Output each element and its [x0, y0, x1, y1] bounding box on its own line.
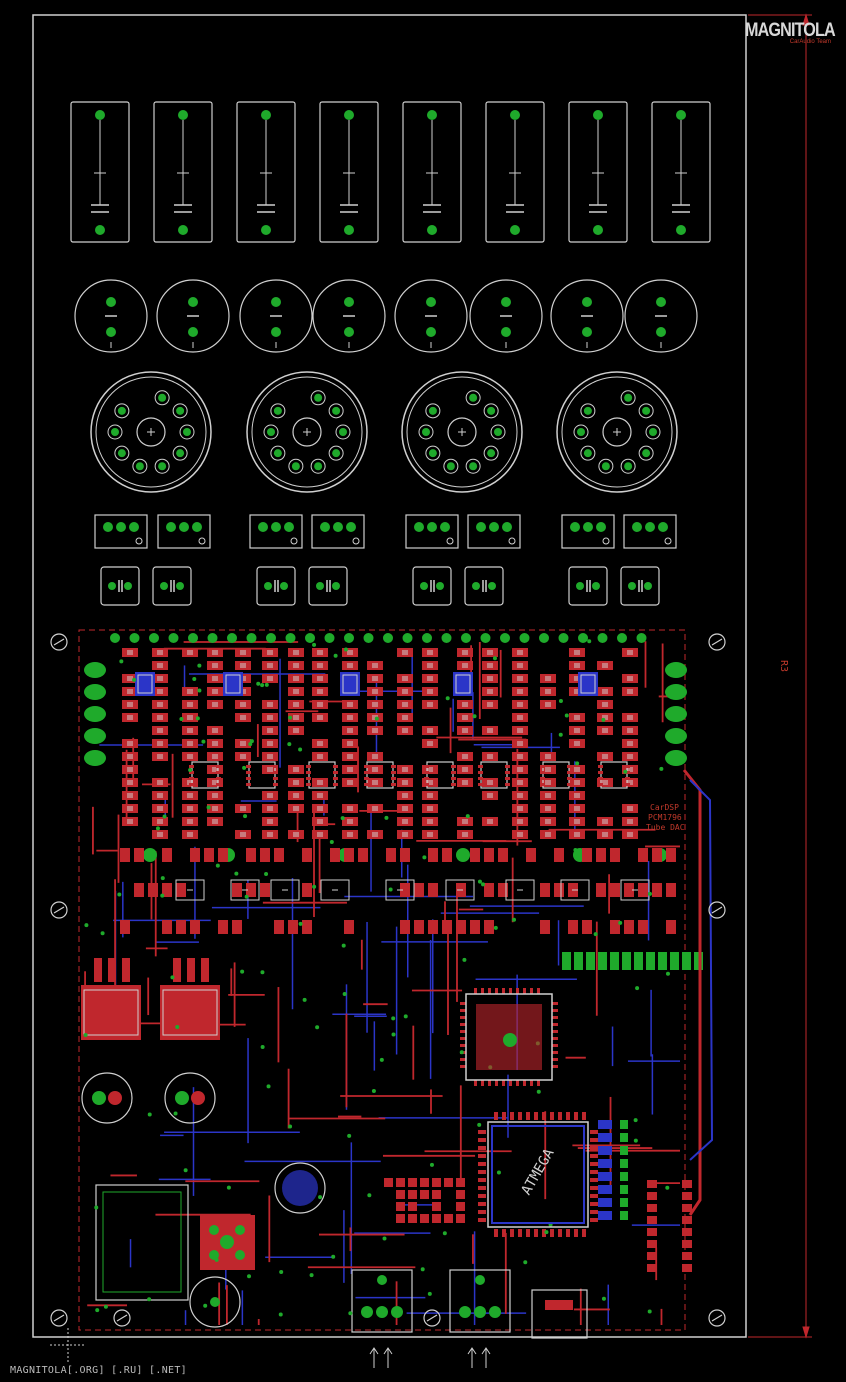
radial-capacitor-2 [156, 279, 230, 353]
radial-capacitors-row [74, 279, 698, 353]
dimension-line [748, 13, 812, 1339]
film-capacitor-6 [464, 566, 504, 606]
power-capacitor-2 [164, 1072, 216, 1124]
tube-socket-4 [556, 371, 678, 493]
regulator-1 [81, 985, 141, 1040]
logo-sub-text: CarAudio Team [789, 39, 831, 45]
mounting-hole-6 [708, 1309, 726, 1327]
magnitola-logo: MAGNITOLA CarAudio Team [745, 20, 845, 45]
mounting-hole-1 [50, 633, 68, 651]
logo-main-text: MAGNITOLA [745, 20, 836, 41]
dense-circuit-area [50, 629, 714, 1368]
footer-text: MAGNITOLA[.ORG] [.RU] [.NET] [10, 1365, 187, 1376]
capacitor-c6 [485, 101, 545, 243]
chip-label: ATMEGA [518, 1146, 557, 1198]
trimmer-4 [311, 514, 365, 549]
regulator-2 [160, 985, 220, 1040]
capacitor-c8 [651, 101, 711, 243]
trimmer-3 [249, 514, 303, 549]
board-outline [32, 14, 747, 1338]
film-capacitor-7 [568, 566, 608, 606]
film-capacitor-1 [100, 566, 140, 606]
film-capacitor-4 [308, 566, 348, 606]
radial-capacitor-4 [312, 279, 386, 353]
mounting-hole-2 [708, 633, 726, 651]
film-capacitor-5 [412, 566, 452, 606]
mounting-hole-5 [50, 1309, 68, 1327]
silk-label-1: CarDSP [650, 803, 679, 812]
trimmer-6 [467, 514, 521, 549]
trimmer-1 [94, 514, 148, 549]
capacitor-c5 [402, 101, 462, 243]
silk-label-2: PCM1796 [648, 813, 682, 822]
capacitor-c4 [319, 101, 379, 243]
transformer-outline [95, 1184, 189, 1301]
trimmer-7 [561, 514, 615, 549]
mounting-hole-4 [708, 901, 726, 919]
mounting-hole-7 [423, 1309, 441, 1327]
film-capacitor-8 [620, 566, 660, 606]
film-capacitor-2 [152, 566, 192, 606]
microcontroller-chip: ATMEGA [487, 1121, 589, 1228]
electrolytic-capacitors-row [70, 101, 711, 243]
radial-capacitor-7 [550, 279, 624, 353]
mounting-hole-8 [113, 1309, 131, 1327]
rca-jack-right [449, 1269, 511, 1333]
capacitor-c3 [236, 101, 296, 243]
rca-jack-left [351, 1269, 413, 1333]
mounting-holes [50, 633, 726, 1327]
tube-socket-2 [246, 371, 368, 493]
radial-capacitor-8 [624, 279, 698, 353]
radial-capacitor-3 [239, 279, 313, 353]
trimmer-2 [157, 514, 211, 549]
tube-socket-3 [401, 371, 523, 493]
radial-capacitor-1 [74, 279, 148, 353]
trimmer-5 [405, 514, 459, 549]
capacitor-c1 [70, 101, 130, 243]
capacitor-c7 [568, 101, 628, 243]
film-capacitors-row [100, 566, 660, 606]
trimmer-row [94, 514, 677, 549]
mounting-hole-3 [50, 901, 68, 919]
dimension-label: R3 [778, 660, 789, 673]
copper-pour-outline [78, 629, 686, 1331]
usb-connector [531, 1289, 588, 1339]
tube-sockets-row [90, 371, 678, 493]
trimmer-8 [623, 514, 677, 549]
film-capacitor-3 [256, 566, 296, 606]
tube-socket-1 [90, 371, 212, 493]
power-capacitor-1 [81, 1072, 133, 1124]
radial-capacitor-6 [469, 279, 543, 353]
silk-label-3: Tube DAC [646, 823, 685, 832]
dsp-chip [465, 993, 553, 1081]
capacitor-c2 [153, 101, 213, 243]
radial-capacitor-5 [394, 279, 468, 353]
